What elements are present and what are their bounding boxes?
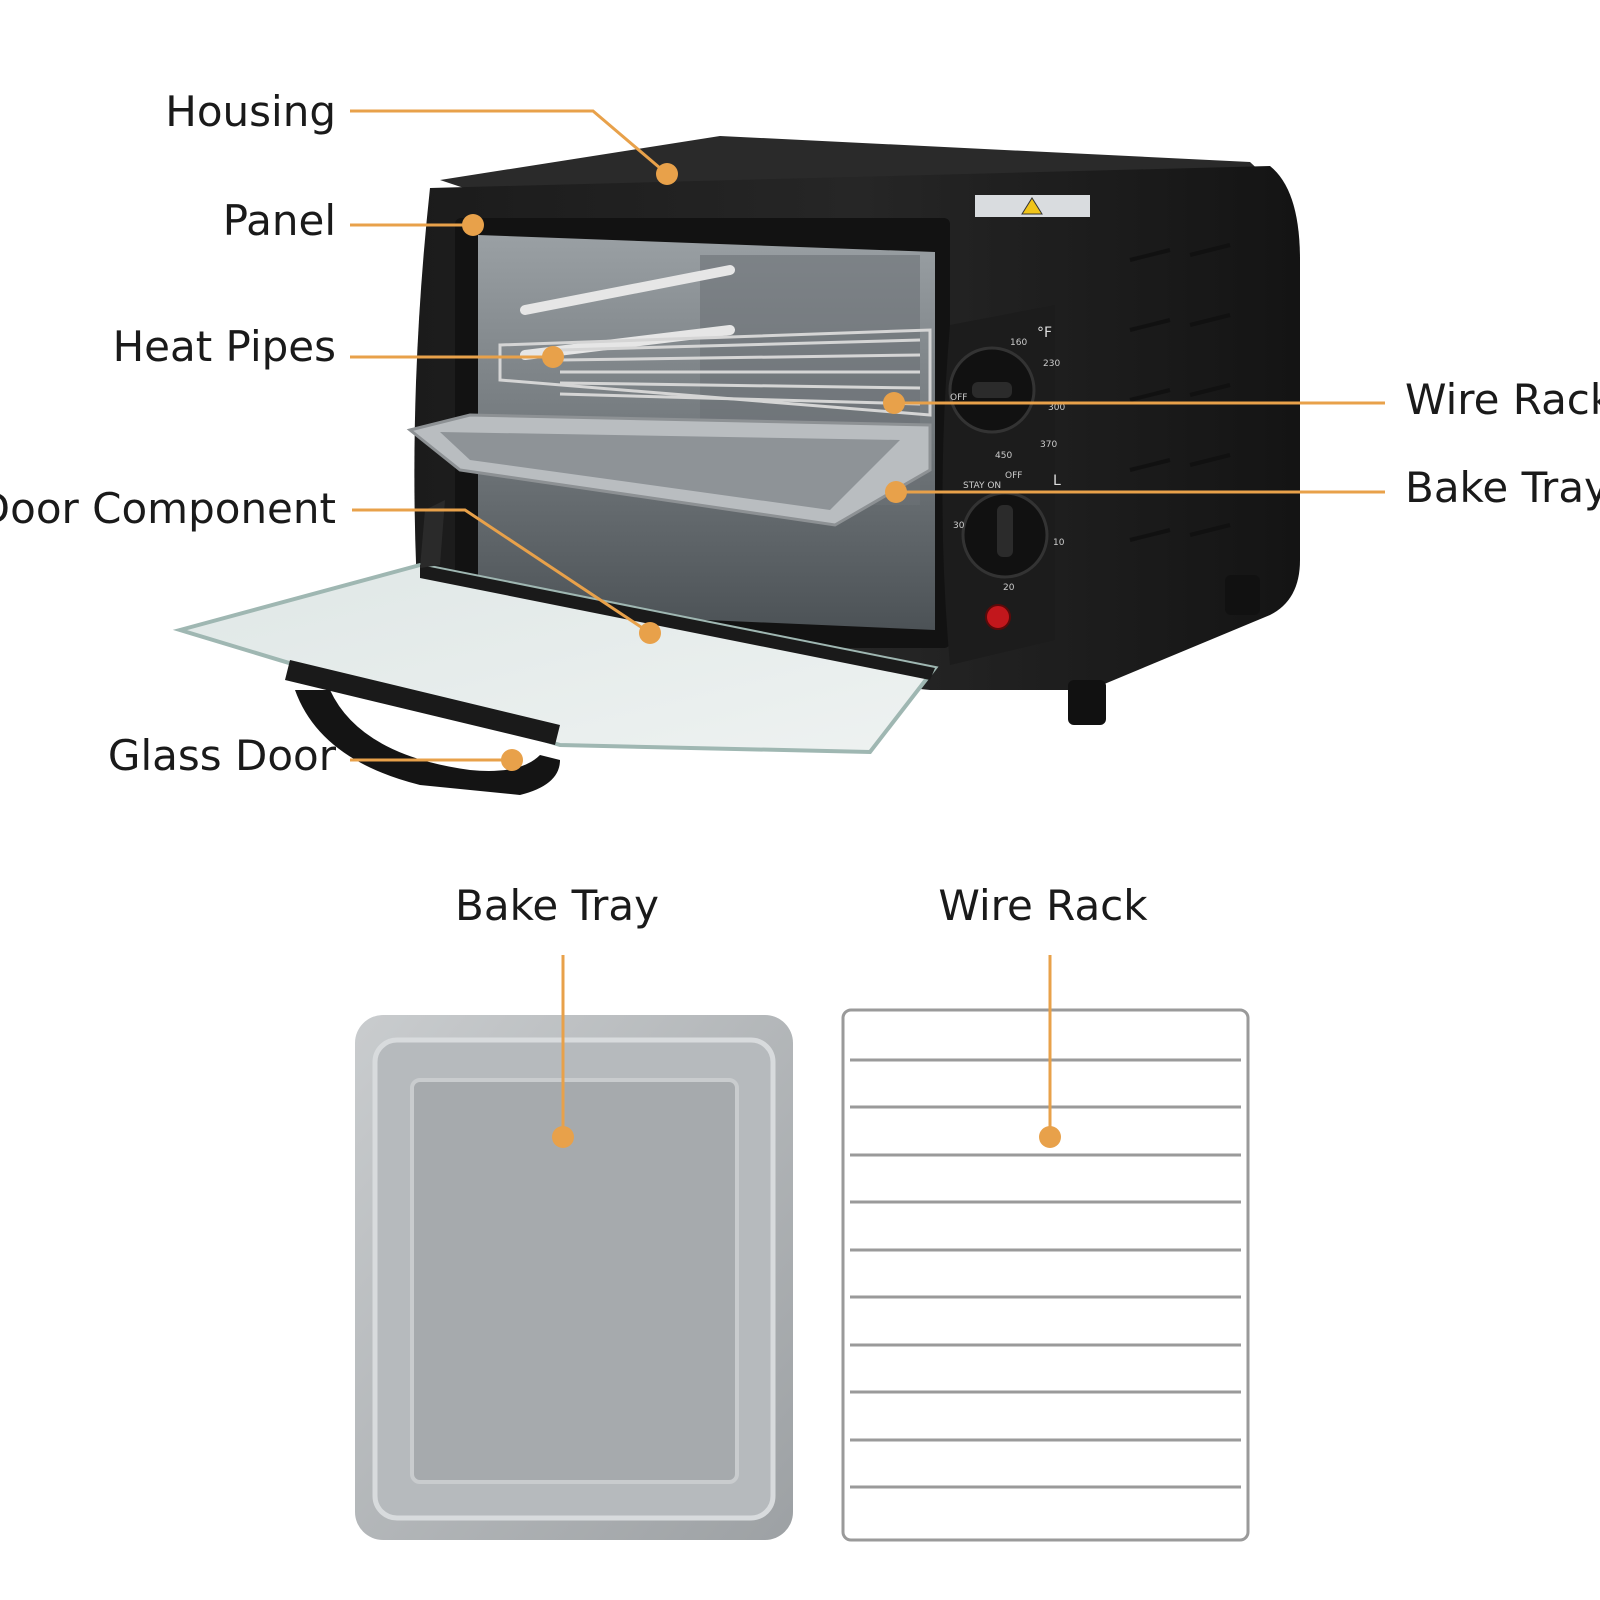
accessory-wire-rack: Wire Rack <box>841 881 1250 1542</box>
temp-tick: OFF <box>950 393 967 403</box>
label-housing: Housing <box>165 87 336 136</box>
door-handle <box>285 660 560 795</box>
callout-panel: Panel <box>223 196 484 245</box>
timer-dial: L STAY ON OFF 10 20 30 <box>953 471 1065 593</box>
accessory-bake-tray: Bake Tray <box>355 881 793 1540</box>
callout-housing: Housing <box>165 87 678 185</box>
wire-rack-installed <box>498 328 932 417</box>
power-indicator-icon <box>985 604 1011 630</box>
timer-tick: 10 <box>1053 538 1065 548</box>
timer-tick: 20 <box>1003 583 1015 593</box>
callout-dot <box>552 1126 574 1148</box>
timer-tick: OFF <box>1005 471 1022 481</box>
label-panel: Panel <box>223 196 336 245</box>
label-door-component: Door Component <box>0 484 336 533</box>
callout-dot <box>542 346 564 368</box>
temp-tick: 230 <box>1043 359 1060 369</box>
timer-tick: 30 <box>953 521 965 531</box>
callout-dot <box>501 749 523 771</box>
oven-foot <box>1225 575 1260 615</box>
label-wire-rack: Wire Rack <box>1405 375 1600 424</box>
callout-dot <box>1039 1126 1061 1148</box>
callout-bake-tray: Bake Tray <box>885 463 1600 512</box>
temp-tick: 370 <box>1040 440 1057 450</box>
timer-tick: STAY ON <box>963 481 1001 491</box>
callout-dot <box>462 214 484 236</box>
label-heat-pipes: Heat Pipes <box>113 322 336 371</box>
temp-tick: 300 <box>1048 403 1065 413</box>
warning-label-icon <box>975 195 1090 217</box>
callout-dot <box>639 622 661 644</box>
side-vents <box>1129 243 1231 542</box>
callout-door-component: Door Component <box>0 484 661 644</box>
wire-rack-image <box>841 1008 1250 1542</box>
label-accessory-wire-rack: Wire Rack <box>938 881 1148 930</box>
oven-foot <box>1068 680 1106 725</box>
label-glass-door: Glass Door <box>108 731 337 780</box>
label-bake-tray: Bake Tray <box>1405 463 1600 512</box>
temp-unit-mark: °F <box>1037 325 1052 341</box>
temp-tick: 450 <box>995 451 1012 461</box>
temp-tick: 160 <box>1010 338 1027 348</box>
callout-glass-door: Glass Door <box>108 731 523 780</box>
callout-heat-pipes: Heat Pipes <box>113 322 564 371</box>
timer-unit-mark: L <box>1053 473 1061 489</box>
temperature-dial: °F 160 230 300 370 450 OFF <box>948 325 1065 461</box>
door-hinge <box>420 500 445 568</box>
label-accessory-bake-tray: Bake Tray <box>455 881 659 930</box>
callout-dot <box>885 481 907 503</box>
toaster-oven: °F 160 230 300 370 450 OFF L STAY ON OFF… <box>172 136 1300 795</box>
callout-dot <box>656 163 678 185</box>
callout-dot <box>883 392 905 414</box>
callout-wire-rack: Wire Rack <box>883 375 1600 424</box>
